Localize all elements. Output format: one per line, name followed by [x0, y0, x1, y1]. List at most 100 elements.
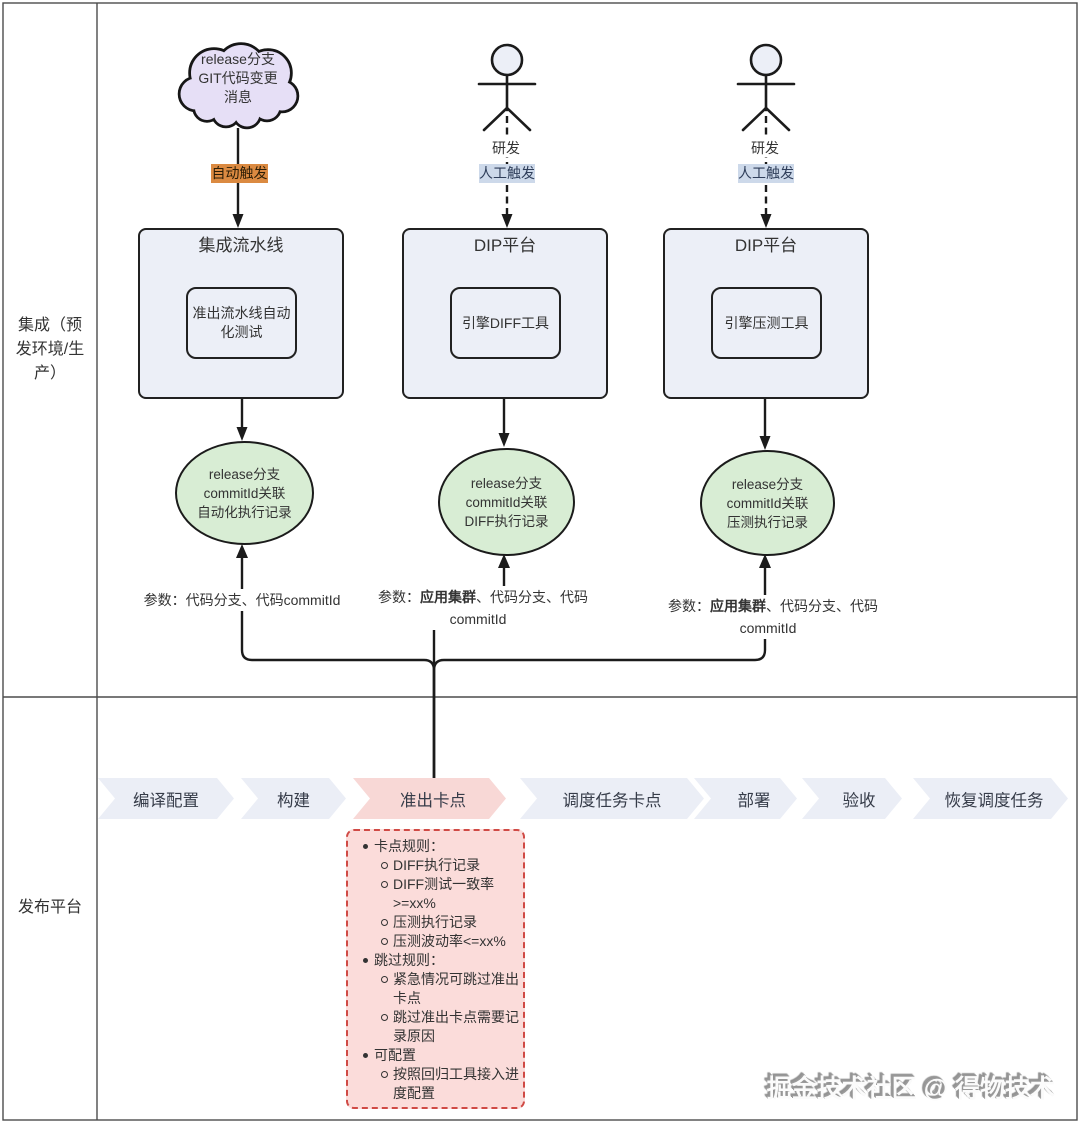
param-rest: 、代码分支、代码 — [476, 589, 588, 605]
bullet-icon — [362, 1046, 374, 1065]
stage-acceptance: 验收 — [802, 778, 902, 819]
record-line: release分支 — [470, 475, 543, 491]
record-line: 压测执行记录 — [727, 514, 808, 530]
actor-label-dev-2: 研发 — [748, 139, 782, 157]
circle-bullet-icon — [381, 856, 393, 875]
record-line: commitId关联 — [726, 495, 809, 511]
stage-label: 验收 — [842, 791, 876, 810]
box-integration-pipeline: 集成流水线 准出流水线自动化测试 — [138, 228, 344, 399]
stage-schedule-gate: 调度任务卡点 — [520, 778, 704, 819]
box-title: DIP平台 — [473, 236, 537, 255]
stage-label: 构建 — [277, 791, 310, 810]
manual-trigger-label-1: 人工触发 — [479, 164, 535, 183]
box-title: 集成流水线 — [198, 236, 284, 255]
auto-trigger-label: 自动触发 — [211, 164, 268, 183]
actor-label-dev-1: 研发 — [489, 139, 523, 157]
param-line-1: 参数：应用集群、代码分支、代码 — [378, 586, 588, 608]
param-label-3: 参数：应用集群、代码分支、代码 commitId — [668, 595, 878, 639]
param-bold: 应用集群 — [420, 589, 476, 605]
note-item-text: 可配置 — [374, 1047, 416, 1063]
param-prefix: 参数： — [378, 589, 420, 605]
stage-label: 部署 — [737, 791, 771, 810]
record-stress: release分支 commitId关联 压测执行记录 — [700, 450, 835, 556]
stage-label: 恢复调度任务 — [944, 791, 1044, 810]
note-item: 紧急情况可跳过准出卡点 — [362, 970, 521, 1008]
actor-figure-2 — [736, 43, 796, 132]
record-autotest: release分支 commitId关联 自动化执行记录 — [175, 441, 314, 545]
record-line: release分支 — [731, 476, 804, 492]
param-rest: 、代码分支、代码 — [766, 598, 878, 614]
edges — [236, 116, 768, 778]
stage-resume-schedule: 恢复调度任务 — [913, 778, 1068, 819]
note-item-text: 跳过准出卡点需要记录原因 — [393, 1009, 519, 1044]
param-label-1: 参数：代码分支、代码commitId — [142, 589, 342, 611]
circle-bullet-icon — [381, 970, 393, 1008]
note-item: DIFF执行记录 — [362, 856, 521, 875]
record-line: commitId关联 — [203, 485, 286, 501]
note-item-text: 压测波动率<=xx% — [393, 933, 506, 949]
lane-label-release: 发布平台 — [17, 899, 82, 916]
stage-build: 构建 — [241, 778, 346, 819]
note-item: 压测波动率<=xx% — [362, 932, 521, 951]
record-line: DIFF执行记录 — [464, 513, 549, 529]
circle-bullet-icon — [381, 1008, 393, 1046]
record-diff: release分支 commitId关联 DIFF执行记录 — [438, 448, 575, 556]
record-line: commitId关联 — [465, 494, 548, 510]
param-line-2: commitId — [739, 620, 797, 636]
note-item: 压测执行记录 — [362, 913, 521, 932]
stage-compile-config: 编译配置 — [98, 778, 234, 819]
node-stress-tool: 引擎压测工具 — [711, 287, 822, 359]
cloud-line: 消息 — [224, 89, 252, 105]
record-line: 自动化执行记录 — [197, 504, 292, 520]
note-item-text: 按照回归工具接入进度配置 — [393, 1066, 519, 1101]
note-item: 跳过准出卡点需要记录原因 — [362, 1008, 521, 1046]
cloud-icon — [177, 42, 300, 130]
node-pipeline-autotest: 准出流水线自动化测试 — [186, 287, 297, 359]
bullet-icon — [362, 951, 374, 970]
manual-trigger-label-2: 人工触发 — [738, 164, 794, 183]
cloud-message-text: release分支 GIT代码变更 消息 — [163, 50, 313, 107]
param-line-2: commitId — [449, 611, 507, 627]
watermark: 掘金技术社区 @ 得物技术 — [766, 1075, 1055, 1103]
tool-label: 引擎压测工具 — [724, 314, 809, 331]
param-label-2: 参数：应用集群、代码分支、代码 commitId — [378, 586, 588, 630]
param-text: 参数：代码分支、代码commitId — [143, 592, 341, 608]
stage-label: 编译配置 — [133, 791, 199, 810]
note-item-text: 紧急情况可跳过准出卡点 — [393, 971, 519, 1006]
cloud-line: release分支 — [201, 51, 275, 67]
note-item-text: 跳过规则： — [374, 952, 444, 968]
note-item-text: 压测执行记录 — [393, 914, 477, 930]
note-item: 卡点规则： — [362, 837, 521, 856]
box-title: DIP平台 — [734, 236, 798, 255]
lane-label-integration: 集成（预发环境/生产） — [15, 317, 85, 382]
note-item-text: DIFF执行记录 — [393, 857, 481, 873]
param-line-1: 参数：应用集群、代码分支、代码 — [668, 595, 878, 617]
param-bold: 应用集群 — [710, 598, 766, 614]
circle-bullet-icon — [381, 913, 393, 932]
tool-label: 准出流水线自动化测试 — [192, 305, 291, 340]
note-item-text: 卡点规则： — [374, 838, 444, 854]
record-line: release分支 — [208, 466, 281, 482]
box-dip-platform-2: DIP平台 引擎压测工具 — [663, 228, 869, 399]
stage-deploy: 部署 — [694, 778, 797, 819]
note-item: 跳过规则： — [362, 951, 521, 970]
node-diff-tool: 引擎DIFF工具 — [450, 287, 561, 359]
bullet-icon — [362, 837, 374, 856]
circle-bullet-icon — [381, 1065, 393, 1103]
box-dip-platform-1: DIP平台 引擎DIFF工具 — [402, 228, 608, 399]
circle-bullet-icon — [381, 875, 393, 913]
stage-label: 调度任务卡点 — [562, 791, 662, 810]
actor-figure-1 — [477, 43, 537, 132]
note-item: 可配置 — [362, 1046, 521, 1065]
tool-label: 引擎DIFF工具 — [461, 314, 550, 331]
cloud-line: GIT代码变更 — [198, 70, 278, 86]
circle-bullet-icon — [381, 932, 393, 951]
param-prefix: 参数： — [668, 598, 710, 614]
note-item-text: DIFF测试一致率 >=xx% — [393, 876, 495, 911]
stage-release-gate: 准出卡点 — [353, 778, 506, 819]
arrowheads — [232, 214, 772, 568]
gate-rules-note: 卡点规则： DIFF执行记录 DIFF测试一致率 >=xx% 压测执行记录 压测… — [346, 829, 525, 1109]
